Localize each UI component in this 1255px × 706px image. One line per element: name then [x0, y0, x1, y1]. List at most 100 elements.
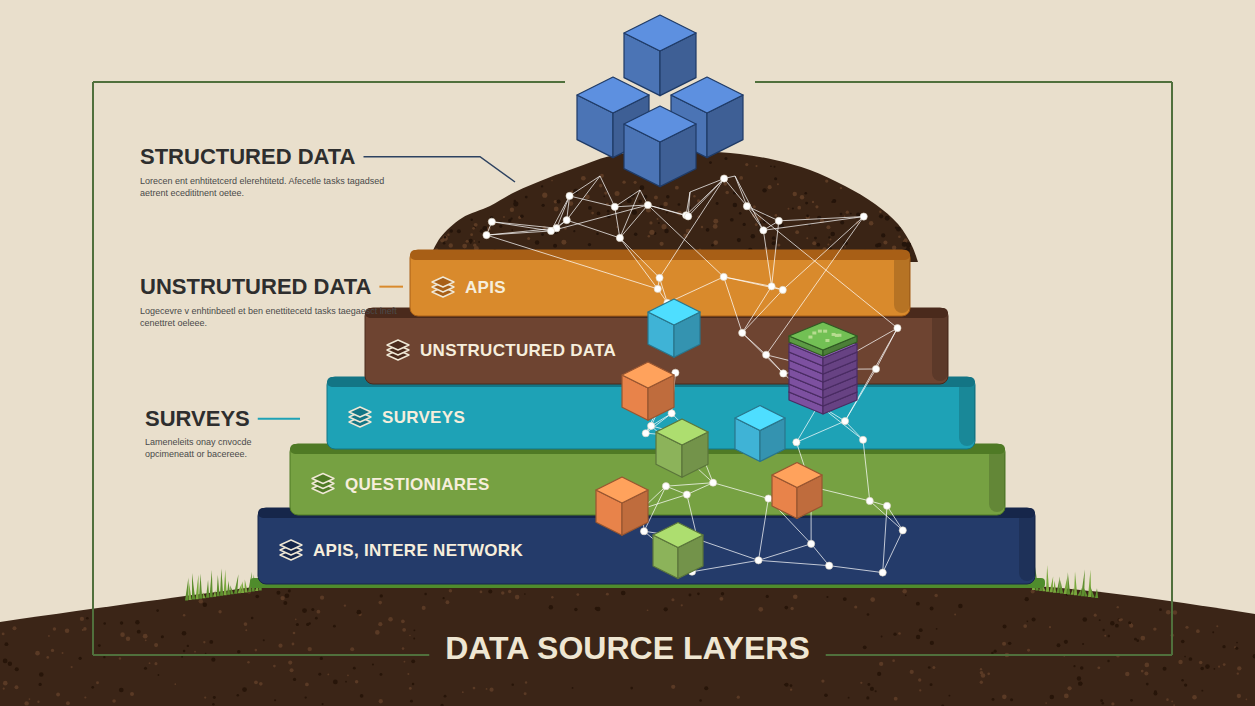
soil-grain	[446, 600, 450, 604]
soil-grain	[1023, 624, 1027, 628]
network-dot	[859, 436, 866, 443]
soil-grain	[1171, 700, 1173, 702]
soil-grain	[1125, 672, 1129, 676]
data-cube-face	[735, 406, 785, 431]
grass-blade	[206, 580, 209, 598]
structured-cube	[624, 15, 696, 96]
soil-grain	[278, 644, 282, 648]
soil-grain	[821, 679, 824, 682]
soil-grain	[898, 235, 901, 238]
soil-grain	[800, 195, 804, 199]
soil-grain	[471, 219, 473, 221]
soil-grain	[24, 701, 28, 705]
soil-grain	[39, 683, 42, 686]
soil-grain	[71, 666, 73, 668]
soil-grain	[574, 608, 578, 612]
soil-grain	[46, 656, 49, 659]
soil-grain	[596, 232, 599, 235]
data-cube-face	[656, 419, 708, 445]
network-link	[698, 539, 759, 560]
soil-grain	[856, 212, 860, 216]
soil-grain	[850, 213, 852, 215]
soil-grain	[1027, 649, 1030, 652]
soil-grain	[65, 629, 70, 634]
ground-layer	[0, 565, 1255, 706]
soil-grain	[828, 236, 830, 238]
soil-grain	[701, 226, 703, 228]
soil-grain	[402, 628, 406, 632]
soil-grain	[293, 678, 296, 681]
soil-grain	[302, 608, 307, 613]
soil-grain	[877, 243, 881, 247]
soil-grain	[751, 234, 756, 239]
soil-grain	[1189, 657, 1193, 661]
soil-grain	[29, 698, 31, 700]
soil-grain	[1073, 665, 1075, 667]
soil-grain	[932, 666, 935, 669]
soil-grain	[1216, 625, 1218, 627]
network-link	[783, 217, 864, 290]
soil-grain	[276, 591, 280, 595]
soil-grain	[315, 617, 318, 620]
network-dot	[826, 562, 833, 569]
leader-line	[364, 157, 516, 182]
soil-grain	[713, 219, 718, 224]
stack-icon	[387, 340, 409, 350]
network-dot	[563, 216, 570, 223]
soil-grain	[588, 206, 592, 210]
network-dot	[763, 351, 770, 358]
network-dot	[894, 324, 901, 331]
soil-grain	[1031, 589, 1035, 593]
soil-grain	[870, 687, 874, 691]
network-dot	[648, 422, 655, 429]
soil-grain	[1166, 698, 1169, 701]
soil-grain	[549, 605, 553, 609]
soil-grain	[892, 659, 895, 662]
soil-grain	[1128, 621, 1131, 624]
soil-grain	[739, 176, 743, 180]
soil-grain	[1185, 626, 1188, 629]
soil-grain	[510, 208, 514, 212]
soil-grain	[1079, 682, 1082, 685]
soil-grain	[527, 237, 530, 240]
soil-grain	[870, 597, 875, 602]
soil-grain	[288, 589, 291, 592]
soil-grain	[576, 593, 579, 596]
soil-grain	[883, 240, 887, 244]
soil-grain	[948, 695, 950, 697]
network-link	[742, 286, 771, 333]
soil-grain	[1212, 631, 1214, 633]
stack-pattern	[825, 339, 829, 342]
soil-grain	[784, 606, 788, 610]
soil-grain	[666, 195, 670, 199]
network-link	[724, 277, 783, 290]
soil-grain	[213, 696, 216, 699]
soil-grain	[591, 212, 594, 215]
soil-grain	[1141, 670, 1144, 673]
soil-grain	[295, 619, 297, 621]
soil-grain	[930, 683, 933, 686]
soil-grain	[770, 165, 772, 167]
layer-description: Logecevre v enhtinbeetl et ben enettitec…	[140, 305, 405, 329]
soil-grain	[1235, 647, 1238, 650]
soil-grain	[83, 627, 87, 631]
soil-grain	[879, 214, 883, 218]
soil-grain	[866, 696, 869, 699]
soil-grain	[1049, 626, 1051, 628]
soil-grain	[790, 684, 793, 687]
soil-grain	[273, 665, 276, 668]
grass-blade	[189, 581, 192, 600]
soil-grain	[333, 625, 336, 628]
band-label: SURVEYS	[382, 408, 465, 428]
soil-grain	[772, 236, 776, 240]
soil-grain	[380, 594, 383, 597]
network-link	[620, 238, 658, 289]
frame-layer	[93, 82, 1172, 655]
soil-grain	[194, 651, 196, 653]
soil-grain	[247, 661, 249, 663]
stack-pattern	[818, 330, 822, 333]
soil-grain	[1010, 698, 1013, 701]
soil-grain	[1237, 672, 1239, 674]
soil-grain	[360, 694, 364, 698]
soil-grain	[671, 685, 675, 689]
